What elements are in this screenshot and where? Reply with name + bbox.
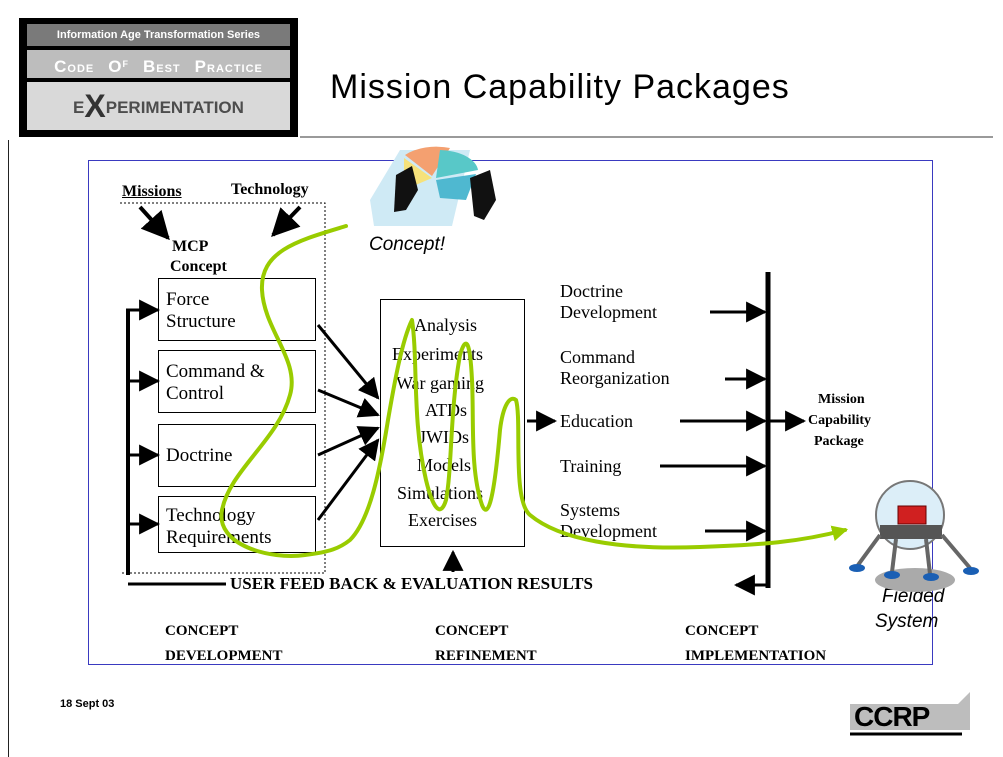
doctrine-label: Doctrine <box>166 445 233 466</box>
result-mission: Mission <box>818 392 865 407</box>
activity-models: Models <box>417 455 471 475</box>
activity-analysis: Analysis <box>414 315 477 335</box>
technology-arrow <box>271 205 302 238</box>
force-to-center <box>316 324 380 400</box>
command-to-center <box>317 388 380 418</box>
output-systems-line1: Systems <box>560 500 621 520</box>
fielded-system-robot <box>849 480 979 592</box>
force-structure-box <box>158 278 316 341</box>
output-systems-line2: Development <box>560 521 657 541</box>
doctrine-to-center <box>317 426 380 457</box>
left-border <box>8 140 9 757</box>
command-control-line1: Command & <box>166 361 265 382</box>
missions-label: Missions <box>122 183 182 200</box>
output-command-line1: Command <box>560 347 635 367</box>
output-doctrine-line2: Development <box>560 302 657 322</box>
series-logo: Information Age Transformation Series CO… <box>19 18 298 137</box>
result-capability: Capability <box>808 413 872 428</box>
result-package: Package <box>814 434 864 449</box>
activity-jwids: JWIDs <box>419 427 469 447</box>
activity-simulations: Simulations <box>397 483 484 503</box>
output-doctrine-line1: Doctrine <box>560 281 623 301</box>
command-control-line2: Control <box>166 383 225 404</box>
system-label: System <box>875 611 939 632</box>
phase-refinement-line2: REFINEMENT <box>435 648 537 664</box>
concept-sub-label: Concept <box>170 258 227 275</box>
activity-exercises: Exercises <box>408 510 477 530</box>
experimentation-banner: EXPERIMENTATION <box>27 82 290 130</box>
concept-flow-curve <box>219 224 849 558</box>
tech-to-center <box>316 438 380 521</box>
tech-requirements-line1: Technology <box>166 505 256 526</box>
phase-implementation-line2: IMPLEMENTATION <box>685 648 827 664</box>
slide-date: 18 Sept 03 <box>60 698 115 710</box>
phase-development-line1: CONCEPT <box>165 623 239 639</box>
output-command-line2: Reorganization <box>560 368 670 388</box>
page-title: Mission Capability Packages <box>330 68 790 106</box>
mcp-region-dashed <box>120 202 326 574</box>
tech-requirements-line2: Requirements <box>166 527 272 548</box>
activity-war-gaming: War gaming <box>396 373 485 393</box>
phase-development-line2: DEVELOPMENT <box>165 648 283 664</box>
phase-refinement-line1: CONCEPT <box>435 623 509 639</box>
activity-atds: ATDs <box>425 400 468 420</box>
command-control-box <box>158 350 316 413</box>
phase-implementation-line1: CONCEPT <box>685 623 759 639</box>
technology-label: Technology <box>231 181 309 198</box>
missions-arrow <box>138 205 170 241</box>
ccrp-logo-text: CCRP <box>854 701 930 732</box>
force-structure-line2: Structure <box>166 311 236 332</box>
output-education: Education <box>560 411 633 431</box>
concept-callout: Concept! <box>369 234 446 255</box>
feedback-label: USER FEED BACK & EVALUATION RESULTS <box>230 574 593 593</box>
concept-pie-clipart <box>370 146 496 226</box>
force-structure-line1: Force <box>166 289 210 310</box>
mcp-label: MCP <box>172 238 209 255</box>
diagram-frame <box>88 160 933 665</box>
title-divider <box>300 136 993 138</box>
series-name: Information Age Transformation Series <box>27 24 290 46</box>
output-training: Training <box>560 456 622 476</box>
ccrp-logo: CCRP <box>850 692 970 736</box>
